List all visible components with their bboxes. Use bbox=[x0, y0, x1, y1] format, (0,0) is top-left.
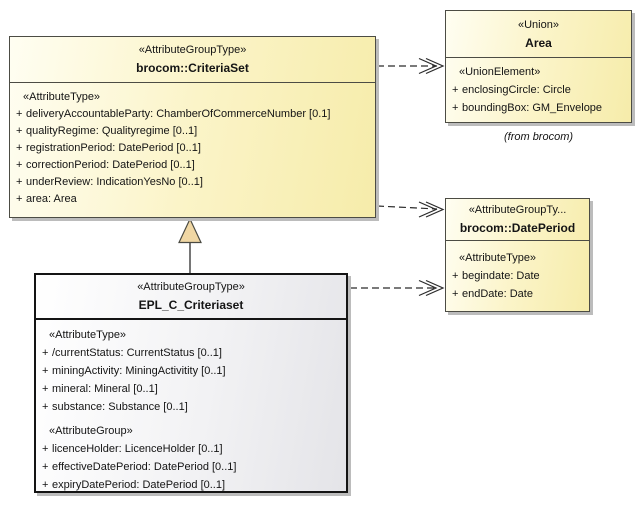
attribute-row[interactable]: +endDate: Date bbox=[452, 288, 533, 300]
dependency-connector-criteriaset-area[interactable] bbox=[377, 57, 445, 75]
dependency-connector-criteriaset-dateperiod[interactable] bbox=[376, 201, 445, 218]
attributes-compartment: «AttributeType» +begindate: Date +endDat… bbox=[446, 241, 589, 303]
open-arrowhead-icon bbox=[425, 57, 445, 75]
attribute-row[interactable]: +substance: Substance [0..1] bbox=[42, 401, 188, 413]
attributes-compartment: «UnionElement» +enclosingCircle: Circle … bbox=[446, 58, 631, 117]
attribute-row[interactable]: +deliveryAccountableParty: ChamberOfComm… bbox=[16, 108, 331, 120]
class-stereotype: «AttributeGroupTy... bbox=[468, 204, 567, 216]
attribute-row[interactable]: +mineral: Mineral [0..1] bbox=[42, 383, 158, 395]
open-arrowhead-icon bbox=[418, 201, 438, 218]
attribute-row[interactable]: +expiryDatePeriod: DatePeriod [0..1] bbox=[42, 479, 226, 491]
attribute-row[interactable]: +licenceHolder: LicenceHolder [0..1] bbox=[42, 443, 223, 455]
stereotype-group-label: «AttributeType» bbox=[23, 91, 101, 103]
generalization-connector[interactable] bbox=[178, 217, 202, 273]
open-arrowhead-icon bbox=[425, 201, 445, 218]
class-stereotype: «AttributeGroupType» bbox=[137, 281, 245, 293]
class-stereotype: «Union» bbox=[518, 19, 559, 31]
class-header: «AttributeGroupType» EPL_C_Criteriaset bbox=[36, 275, 346, 320]
class-header: «Union» Area bbox=[446, 11, 631, 58]
stereotype-group-label: «AttributeType» bbox=[49, 329, 127, 341]
class-header: «AttributeGroupType» brocom::CriteriaSet bbox=[10, 37, 375, 83]
class-name: Area bbox=[525, 36, 552, 50]
attribute-row[interactable]: +area: Area bbox=[16, 193, 77, 205]
class-name: brocom::CriteriaSet bbox=[136, 61, 249, 75]
class-box-brocom-criteriaset[interactable]: «AttributeGroupType» brocom::CriteriaSet… bbox=[9, 36, 376, 218]
attribute-row[interactable]: +boundingBox: GM_Envelope bbox=[452, 102, 603, 114]
attribute-row[interactable]: +correctionPeriod: DatePeriod [0..1] bbox=[16, 159, 195, 171]
stereotype-group-label: «UnionElement» bbox=[459, 66, 541, 78]
class-name: EPL_C_Criteriaset bbox=[138, 298, 244, 312]
open-arrowhead-icon bbox=[418, 279, 438, 297]
attributes-compartment: «AttributeType» +/currentStatus: Current… bbox=[36, 320, 346, 494]
attribute-row[interactable]: +registrationPeriod: DatePeriod [0..1] bbox=[16, 142, 201, 154]
attribute-row[interactable]: +qualityRegime: Qualityregime [0..1] bbox=[16, 125, 198, 137]
attribute-row[interactable]: +effectiveDatePeriod: DatePeriod [0..1] bbox=[42, 461, 237, 473]
attribute-row[interactable]: +enclosingCircle: Circle bbox=[452, 84, 571, 96]
class-header: «AttributeGroupTy... brocom::DatePeriod bbox=[446, 199, 589, 241]
attribute-row[interactable]: +begindate: Date bbox=[452, 270, 540, 282]
stereotype-group-label: «AttributeType» bbox=[459, 252, 537, 264]
attributes-compartment: «AttributeType» +deliveryAccountablePart… bbox=[10, 83, 375, 208]
dependency-connector-epl-dateperiod[interactable] bbox=[350, 279, 445, 297]
attribute-row[interactable]: +/currentStatus: CurrentStatus [0..1] bbox=[42, 347, 222, 359]
class-name: brocom::DatePeriod bbox=[459, 221, 576, 235]
class-stereotype: «AttributeGroupType» bbox=[138, 44, 247, 56]
class-box-epl-c-criteriaset[interactable]: «AttributeGroupType» EPL_C_Criteriaset «… bbox=[34, 273, 348, 493]
from-package-caption: (from brocom) bbox=[503, 131, 574, 143]
attribute-row[interactable]: +miningActivity: MiningActivitity [0..1] bbox=[42, 365, 226, 377]
class-box-area[interactable]: «Union» Area «UnionElement» +enclosingCi… bbox=[445, 10, 632, 123]
generalization-triangle-icon bbox=[178, 217, 202, 244]
class-box-brocom-dateperiod[interactable]: «AttributeGroupTy... brocom::DatePeriod … bbox=[445, 198, 590, 312]
stereotype-group-label: «AttributeGroup» bbox=[49, 425, 133, 437]
attribute-row[interactable]: +underReview: IndicationYesNo [0..1] bbox=[16, 176, 203, 188]
open-arrowhead-icon bbox=[418, 57, 438, 75]
open-arrowhead-icon bbox=[425, 279, 445, 297]
